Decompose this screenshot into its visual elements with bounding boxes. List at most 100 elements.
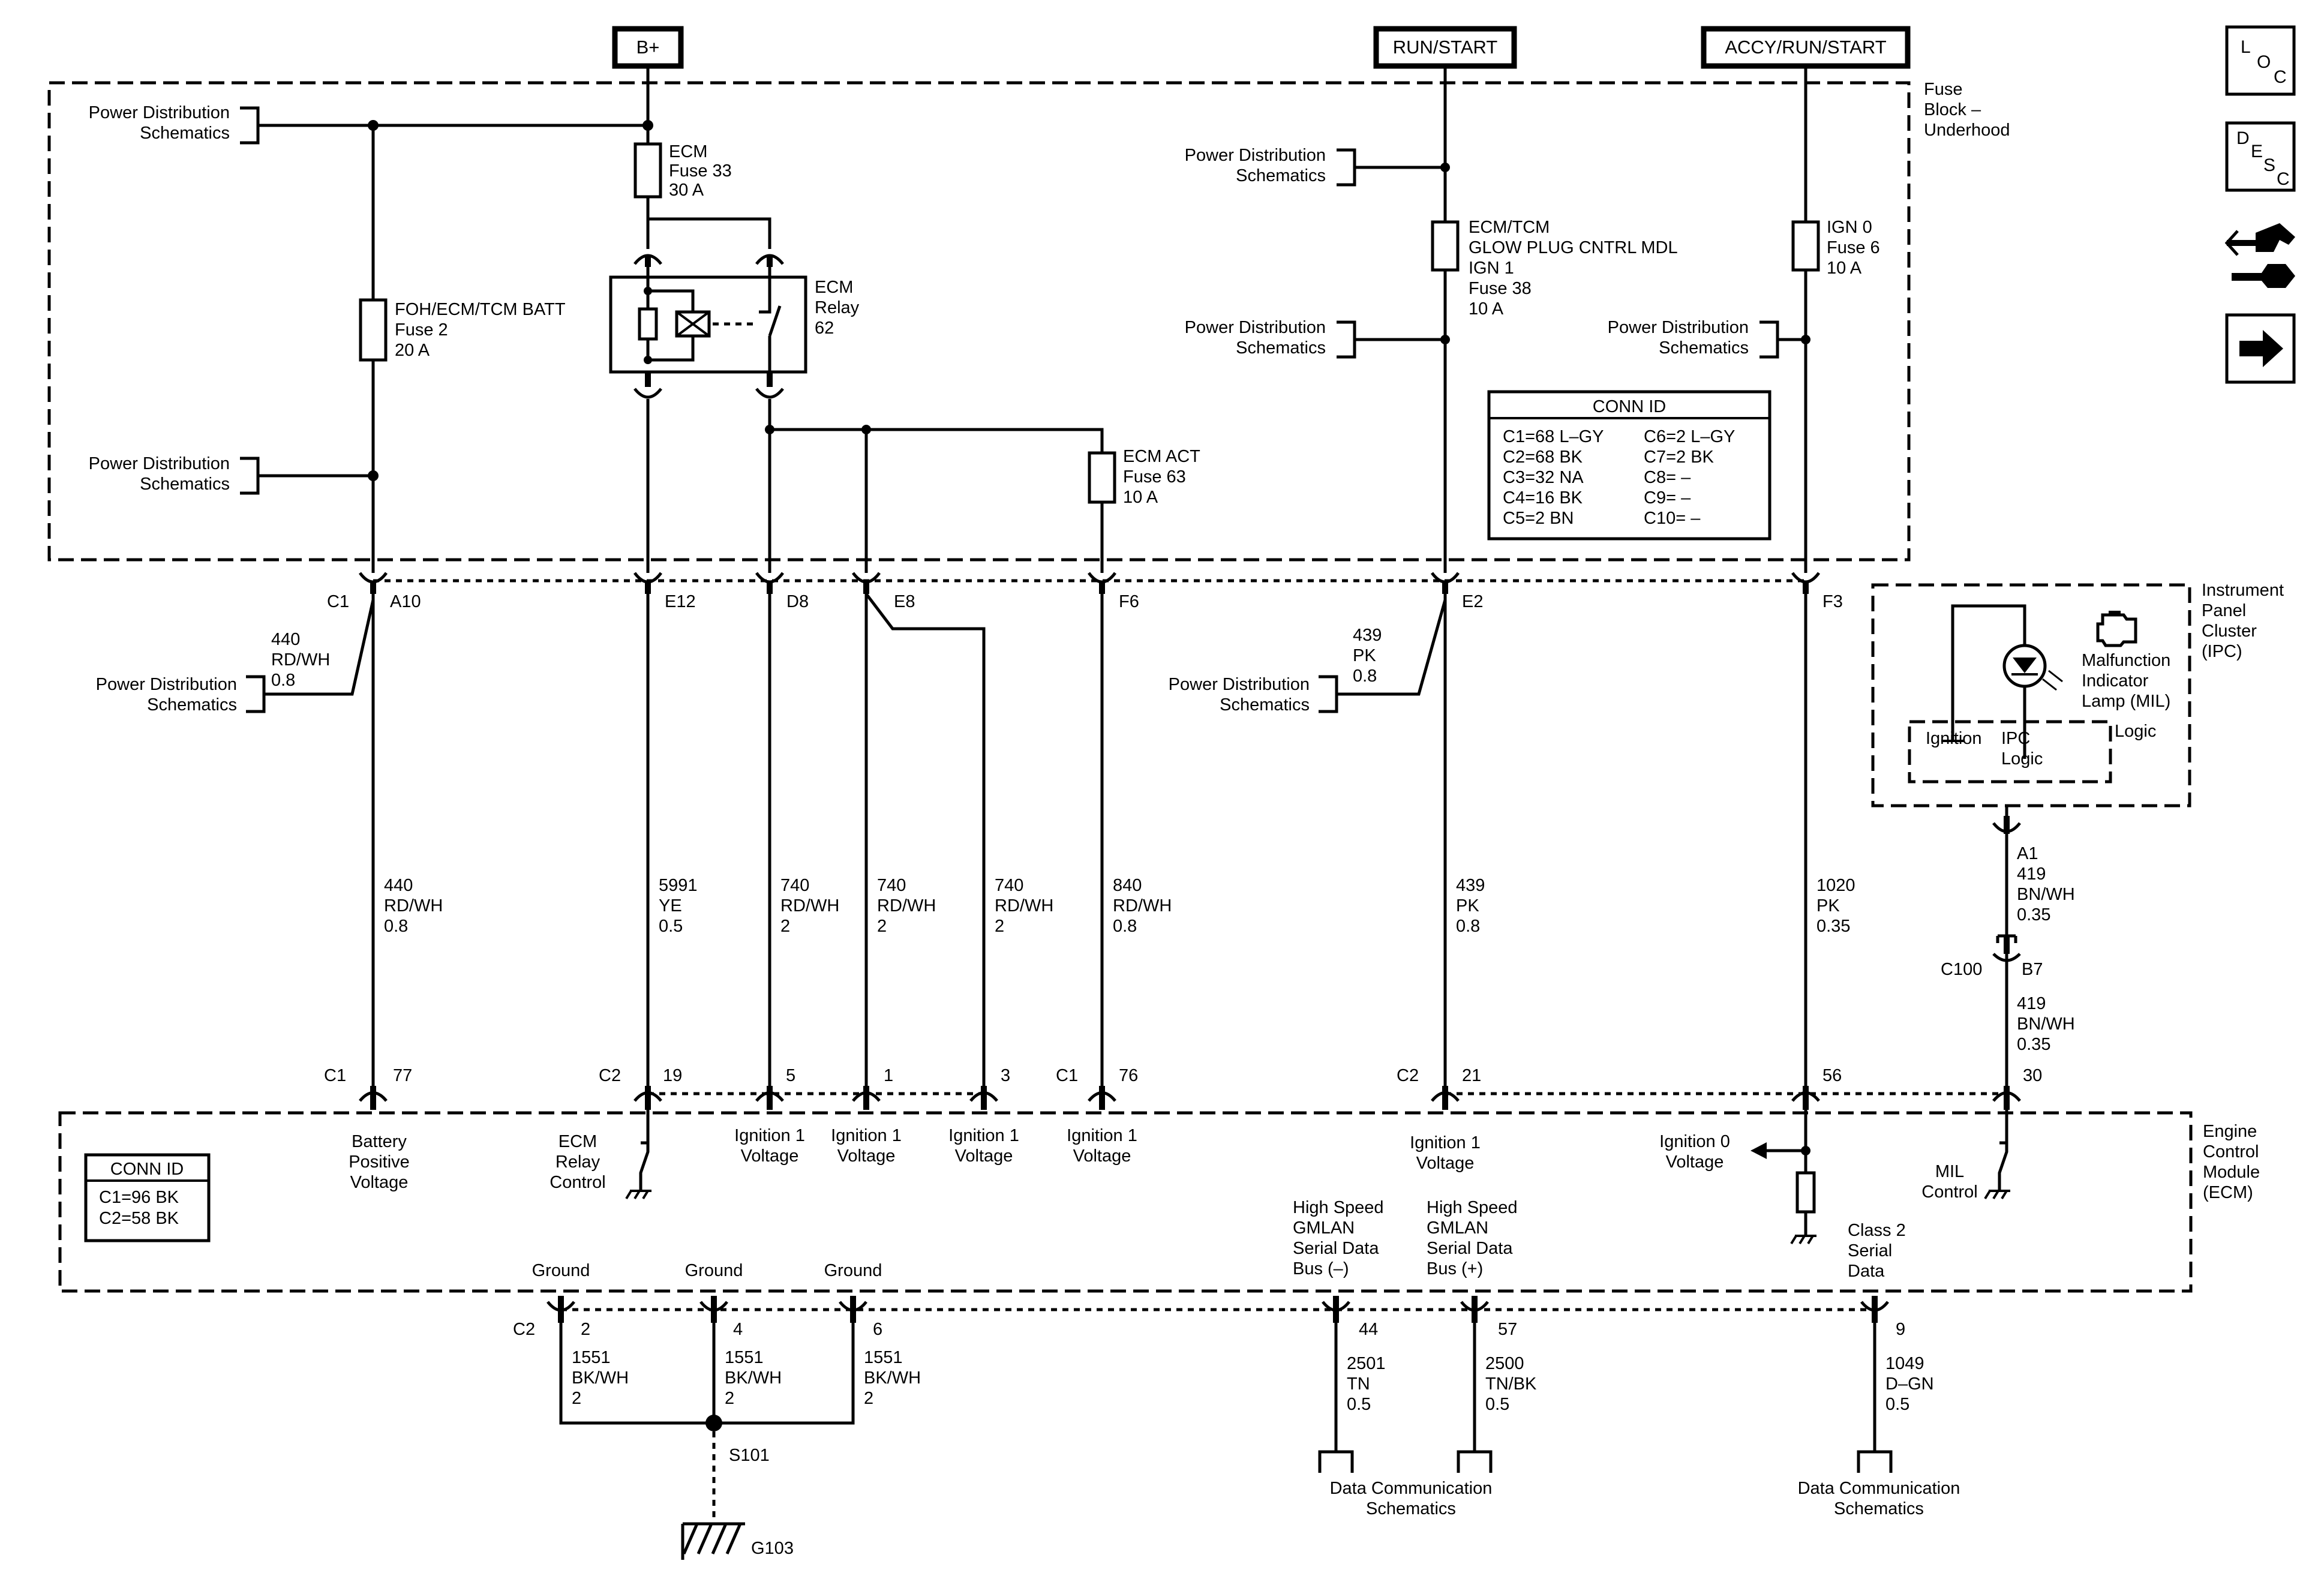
svg-text:BK/WH: BK/WH [864, 1368, 921, 1388]
inline-connector-c100: C100 B7 [1941, 934, 2043, 979]
svg-text:GLOW PLUG CNTRL MDL: GLOW PLUG CNTRL MDL [1469, 238, 1678, 257]
svg-text:440: 440 [271, 630, 300, 649]
svg-text:2: 2 [877, 917, 887, 936]
ipc-logic-label-2: Logic [2001, 749, 2043, 769]
power-distribution-ref-6[interactable]: Power Distribution Schematics 440 RD/WH … [96, 599, 375, 715]
svg-text:740: 740 [995, 876, 1023, 895]
svg-text:RD/WH: RD/WH [384, 896, 443, 915]
gmlan-neg-label: High Speed GMLAN Serial Data Bus (–) [1293, 1198, 1384, 1278]
svg-text:Bus (+): Bus (+) [1427, 1259, 1483, 1278]
ground-g103: G103 [681, 1522, 794, 1560]
connector-tool-icon[interactable] [2224, 223, 2295, 288]
power-distribution-ref-5[interactable]: Power Distribution Schematics [1608, 318, 1806, 359]
svg-text:2: 2 [780, 917, 790, 936]
svg-text:BN/WH: BN/WH [2017, 1014, 2075, 1034]
power-distribution-ref-3[interactable]: Power Distribution Schematics [1185, 146, 1445, 187]
data-communication-ref-2[interactable]: Data Communication Schematics [1798, 1479, 1960, 1518]
svg-text:CONN ID: CONN ID [110, 1160, 184, 1179]
svg-text:Serial: Serial [1848, 1241, 1892, 1260]
svg-text:2: 2 [725, 1389, 734, 1408]
svg-text:440: 440 [384, 876, 413, 895]
gmlan-pos-label: High Speed GMLAN Serial Data Bus (+) [1427, 1198, 1518, 1278]
svg-text:Power Distribution: Power Distribution [1169, 675, 1310, 694]
svg-text:76: 76 [1119, 1066, 1138, 1085]
fuse-block-outline [47, 81, 1911, 562]
power-distribution-ref-2[interactable]: Power Distribution Schematics [89, 454, 373, 495]
loc-icon[interactable]: L O C [2225, 25, 2296, 96]
svg-text:ACCY/RUN/START: ACCY/RUN/START [1725, 37, 1886, 58]
svg-text:Fuse 6: Fuse 6 [1827, 238, 1880, 257]
desc-icon[interactable]: D E S C [2225, 121, 2296, 192]
next-arrow-icon[interactable] [2225, 313, 2296, 384]
svg-text:ECM: ECM [815, 278, 853, 297]
wire-1551-a: 1551 BK/WH 2 [572, 1348, 629, 1408]
svg-text:740: 740 [780, 876, 809, 895]
power-distribution-ref-7[interactable]: Power Distribution Schematics 439 PK 0.8 [1169, 599, 1447, 715]
power-distribution-ref-1[interactable]: Power Distribution Schematics [89, 103, 648, 145]
mil-lamp [1941, 604, 2063, 759]
svg-text:S: S [2263, 155, 2275, 175]
wire-439: 439 PK 0.8 [1456, 876, 1485, 936]
ecm-outline [58, 1111, 2193, 1293]
svg-text:C1: C1 [327, 592, 349, 611]
data-communication-ref-1[interactable]: Data Communication Schematics [1330, 1479, 1493, 1518]
svg-text:Voltage: Voltage [1666, 1152, 1724, 1172]
svg-text:BK/WH: BK/WH [725, 1368, 782, 1388]
svg-text:0.8: 0.8 [1113, 917, 1137, 936]
svg-text:Voltage: Voltage [741, 1146, 799, 1166]
svg-text:840: 840 [1113, 876, 1142, 895]
wire-740-e8: 740 RD/WH 2 [877, 876, 936, 936]
svg-text:Positive: Positive [349, 1152, 410, 1172]
wire-840: 840 RD/WH 0.8 [1113, 876, 1172, 936]
wire-2501: 2501 TN 0.5 [1347, 1354, 1386, 1414]
svg-text:Voltage: Voltage [955, 1146, 1013, 1166]
svg-text:D8: D8 [786, 592, 809, 611]
mil-control-circuit: MIL Control [1921, 1110, 2010, 1202]
svg-text:0.5: 0.5 [1347, 1395, 1371, 1414]
svg-text:C2: C2 [599, 1066, 621, 1085]
wire-1049: 1049 D–GN 0.5 [1885, 1354, 1934, 1414]
supply-bplus: B+ [612, 26, 684, 69]
svg-text:Data: Data [1848, 1262, 1885, 1281]
ignition-0-voltage-circuit: Ignition 0 Voltage [1659, 1110, 1816, 1245]
svg-text:1551: 1551 [725, 1348, 764, 1367]
svg-text:5991: 5991 [659, 876, 698, 895]
svg-text:GMLAN: GMLAN [1293, 1218, 1355, 1238]
svg-text:Schematics: Schematics [1220, 695, 1310, 715]
ecm-conn-id-table: CONN ID C1=96 BK C2=58 BK [84, 1153, 211, 1242]
svg-text:2: 2 [995, 917, 1004, 936]
svg-text:Fuse 2: Fuse 2 [395, 320, 448, 340]
svg-text:0.35: 0.35 [1816, 917, 1850, 936]
svg-text:Indicator: Indicator [2082, 671, 2149, 691]
svg-text:Schematics: Schematics [1236, 166, 1326, 185]
ipc-ignition-label: Ignition [1926, 729, 1982, 748]
svg-text:Voltage: Voltage [350, 1173, 409, 1192]
svg-text:10 A: 10 A [1827, 259, 1862, 278]
svg-text:C2=58 BK: C2=58 BK [99, 1209, 179, 1228]
svg-text:10 A: 10 A [1469, 299, 1504, 319]
wire-740-d8: 740 RD/WH 2 [780, 876, 839, 936]
svg-text:Data Communication: Data Communication [1798, 1479, 1960, 1498]
svg-text:30: 30 [2023, 1066, 2042, 1085]
svg-text:0.8: 0.8 [1456, 917, 1480, 936]
svg-text:High Speed: High Speed [1427, 1198, 1518, 1217]
svg-text:Power Distribution: Power Distribution [89, 454, 230, 473]
svg-text:Relay: Relay [815, 298, 860, 317]
ecm-label: Engine Control Module (ECM) [2203, 1122, 2260, 1202]
power-distribution-ref-4[interactable]: Power Distribution Schematics [1185, 318, 1445, 359]
svg-text:F6: F6 [1119, 592, 1139, 611]
svg-text:B+: B+ [636, 37, 660, 58]
wire-740-pin3: 740 RD/WH 2 [995, 876, 1053, 936]
svg-text:C5=2 BN: C5=2 BN [1503, 509, 1574, 528]
fuse-block-label: Fuse Block – Underhood [1924, 80, 2010, 140]
svg-text:B7: B7 [2022, 960, 2043, 979]
svg-text:62: 62 [815, 319, 834, 338]
svg-text:419: 419 [2017, 994, 2046, 1013]
wire-419-upper: 419 BN/WH 0.35 [2017, 864, 2075, 924]
svg-text:Lamp (MIL): Lamp (MIL) [2082, 692, 2170, 711]
svg-text:IGN 1: IGN 1 [1469, 259, 1514, 278]
ignition-1-voltage-label-1: Ignition 1 Voltage [734, 1126, 805, 1166]
ecm-connector-pins: C1 77 C2 19 5 1 3 C1 76 C2 21 56 30 [324, 1066, 2042, 1110]
ignition-1-voltage-label-3: Ignition 1 Voltage [948, 1126, 1019, 1166]
